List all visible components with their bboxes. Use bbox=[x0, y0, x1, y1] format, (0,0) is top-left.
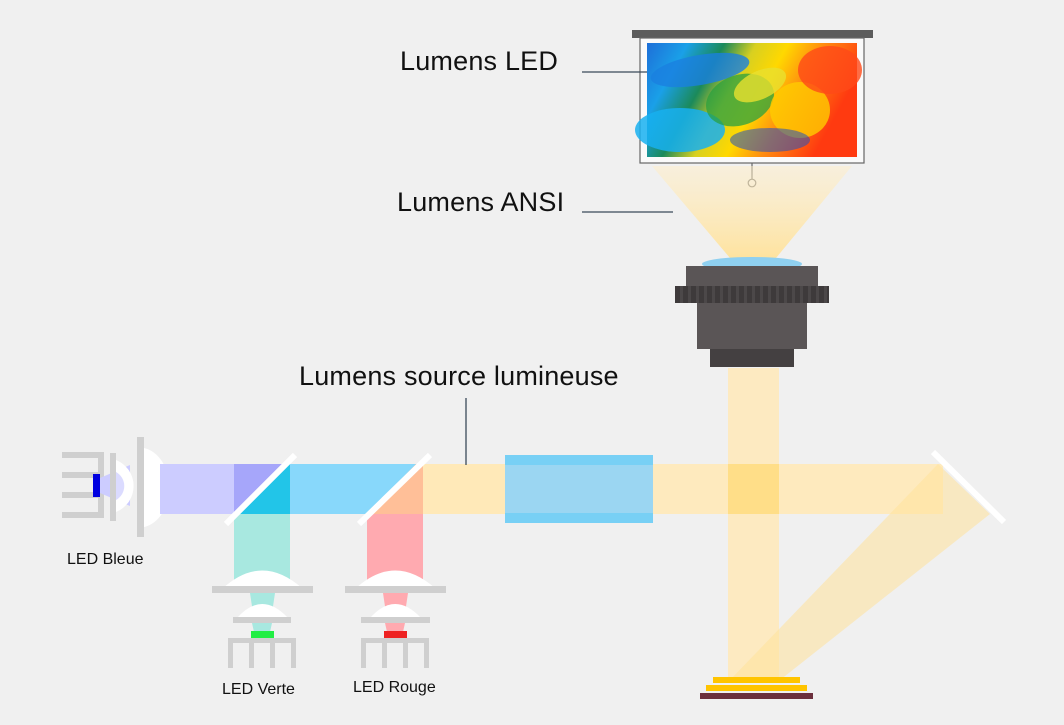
lens-bottom-mount bbox=[710, 349, 794, 367]
label-lumens-led: Lumens LED bbox=[400, 46, 559, 76]
beam-to-fold-mirror bbox=[653, 464, 943, 514]
fold-mirror bbox=[930, 449, 1007, 525]
dmd-base bbox=[700, 693, 813, 699]
label-led-blue: LED Bleue bbox=[67, 551, 144, 568]
green-led-assembly bbox=[212, 570, 313, 668]
blue-led-chip bbox=[93, 474, 100, 497]
white-light-beam bbox=[423, 464, 507, 514]
red-led-assembly bbox=[345, 570, 446, 668]
label-led-red: LED Rouge bbox=[353, 679, 436, 696]
dmd-chip bbox=[700, 677, 813, 699]
red-led-chip bbox=[384, 631, 407, 638]
blue-beam bbox=[160, 464, 234, 514]
projection-screen bbox=[632, 30, 873, 188]
dichroic-mirror-1 bbox=[223, 452, 298, 527]
label-lumens-source: Lumens source lumineuse bbox=[299, 361, 619, 391]
screen-roller-bar bbox=[632, 30, 873, 38]
projection-lens bbox=[675, 257, 829, 367]
lens-body bbox=[697, 303, 807, 349]
label-lumens-ansi: Lumens ANSI bbox=[397, 187, 565, 217]
lens-top-barrel bbox=[686, 266, 818, 286]
lens-focus-ring bbox=[675, 286, 829, 303]
green-led-chip bbox=[251, 631, 274, 638]
vertical-beam bbox=[728, 368, 779, 680]
blue-led-assembly bbox=[62, 437, 170, 537]
projection-light-cone bbox=[652, 166, 852, 258]
screen-image-feathers bbox=[635, 43, 862, 157]
reflected-beam bbox=[730, 464, 990, 680]
beam-crossing bbox=[728, 464, 779, 514]
dichroic-mirror-2 bbox=[356, 452, 433, 527]
label-led-green: LED Verte bbox=[222, 681, 295, 698]
